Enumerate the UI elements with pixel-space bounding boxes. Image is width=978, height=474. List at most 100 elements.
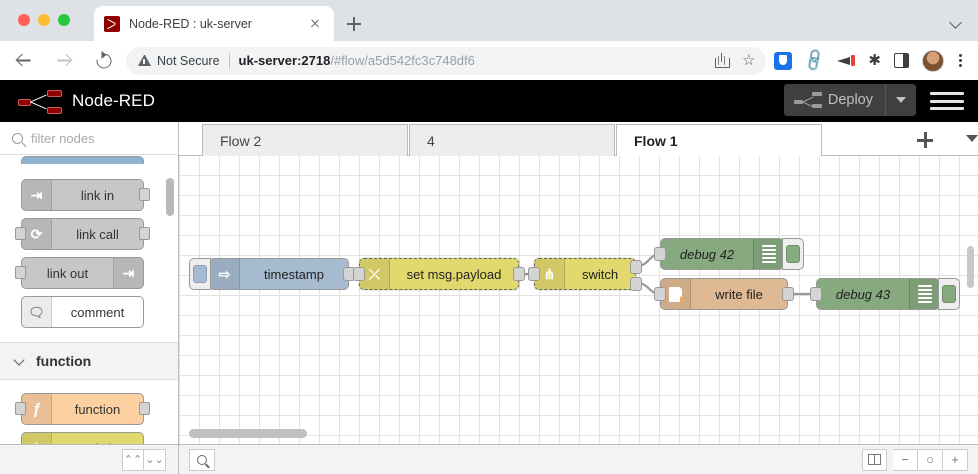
flow-node-write-file[interactable]: write file [654,278,794,310]
flow-node-timestamp[interactable]: ⇨ timestamp [189,258,355,290]
flow-canvas[interactable]: ⇨ timestamp ⤫ set msg.payload ⋔ switch d… [179,156,978,444]
forward-button[interactable] [48,45,80,77]
puzzle-icon[interactable]: ✱ [868,52,881,69]
tab-list-button[interactable] [950,16,962,28]
output-port[interactable] [139,402,150,415]
flow-node-label: write file [715,286,763,302]
input-port[interactable] [654,247,666,261]
add-flow-button[interactable] [914,129,936,151]
map-icon [868,454,881,465]
input-port[interactable] [654,287,666,301]
debug-lines-icon [909,279,939,309]
palette-node-label: link out [46,265,89,281]
flow-node-debug-43[interactable]: debug 43 [810,278,960,310]
input-port[interactable] [528,267,540,281]
palette-node-partial[interactable] [21,156,144,164]
debug-toggle-button[interactable] [938,278,960,310]
new-tab-button[interactable] [342,12,366,36]
flow-node-label: debug 42 [679,246,735,262]
canvas-horizontal-scrollbar[interactable] [189,429,307,438]
output-port[interactable] [139,227,150,240]
output-port[interactable] [139,188,150,201]
palette-node-link-in[interactable]: ⇥ link in [21,179,150,211]
output-port-2[interactable] [630,277,642,291]
zoom-reset-button[interactable]: ○ [918,448,943,471]
tab-flow-1[interactable]: Flow 1 [616,124,822,156]
zoom-out-button[interactable]: − [893,448,918,471]
arrow-right-icon: ⇨ [210,259,240,289]
flow-node-switch[interactable]: ⋔ switch [528,258,642,291]
url-text: uk-server:2718/#flow/a5d542fc3c748df6 [239,53,475,68]
browser-extensions: 🔗 ✱ [773,47,944,73]
megaphone-icon[interactable] [837,54,856,68]
search-flows-button[interactable] [189,448,215,471]
flow-node-label: timestamp [264,266,324,282]
input-port[interactable] [810,287,822,301]
url-path: /#flow/a5d542fc3c748df6 [330,53,475,68]
side-panel-icon[interactable] [894,53,909,68]
close-tab-icon[interactable] [306,15,324,33]
output-port-1[interactable] [630,260,642,274]
flow-tab-strip: Flow 2 4 Flow 1 [179,122,978,156]
reload-button[interactable] [88,45,120,77]
close-window-button[interactable] [18,14,30,26]
input-port[interactable] [15,266,26,279]
palette-scroll-area[interactable]: ⇥ link in ⟳ link call link out ⇥ 🗨 comme… [0,156,178,444]
debug-toggle-button[interactable] [782,238,804,270]
input-port[interactable] [353,267,365,281]
avatar[interactable] [922,49,944,72]
palette-node-comment[interactable]: 🗨 comment [21,296,144,328]
canvas-vertical-scrollbar[interactable] [967,246,974,288]
maximize-window-button[interactable] [58,14,70,26]
kebab-menu-icon[interactable] [952,53,968,68]
filter-nodes-input[interactable]: filter nodes [0,122,178,155]
palette-node-function[interactable]: ƒ function [15,393,150,425]
tab-4[interactable]: 4 [409,124,615,156]
palette-node-link-out[interactable]: link out ⇥ [15,257,144,289]
browser-tab-title: Node-RED : uk-server [129,16,252,31]
omnibox-divider [228,52,230,69]
address-bar[interactable]: Not Secure uk-server:2718/#flow/a5d542fc… [126,46,766,75]
share-icon[interactable] [715,53,731,68]
browser-tab[interactable]: Node-RED : uk-server [94,6,334,41]
brand-title: Node-RED [72,91,155,110]
node-red-logo-icon [18,88,62,114]
main-menu-button[interactable] [930,89,964,113]
flow-node-label: switch [581,266,619,282]
flow-node-label: set msg.payload [406,266,502,282]
deploy-dropdown-icon[interactable] [886,84,916,116]
deploy-button[interactable]: Deploy [783,84,916,116]
back-button[interactable] [8,45,40,77]
link-in-icon: ⇥ [22,180,52,210]
chevrons-down-icon[interactable]: ⌄⌄ [144,448,166,471]
comment-icon: 🗨 [22,297,52,327]
minimize-window-button[interactable] [38,14,50,26]
inject-trigger-button[interactable] [189,258,211,290]
zoom-in-button[interactable]: + [943,448,968,471]
status-bar: ⌃⌃ ⌄⌄ − ○ + [0,444,978,474]
shield-icon[interactable] [773,51,792,70]
output-port[interactable] [513,267,525,281]
output-port[interactable] [782,287,794,301]
input-port[interactable] [15,227,26,240]
link-icon[interactable]: 🔗 [801,47,828,73]
input-port[interactable] [15,402,26,415]
link-out-icon: ⇥ [113,258,143,288]
palette-footer: ⌃⌃ ⌄⌄ [0,444,179,474]
star-icon[interactable]: ☆ [742,52,756,69]
navigator-button[interactable] [862,448,887,471]
palette-node-switch[interactable]: ⋔ switch [21,432,144,444]
flow-node-set-msg-payload[interactable]: ⤫ set msg.payload [353,258,525,290]
palette-category-function[interactable]: function [0,342,178,380]
shuffle-icon: ⤫ [360,259,390,289]
chevrons-up-icon[interactable]: ⌃⌃ [122,448,144,471]
palette-node-link-call[interactable]: ⟳ link call [15,218,150,250]
security-label: Not Secure [157,53,220,68]
node-red-favicon-icon [104,15,120,32]
tab-label: Flow 2 [220,132,262,149]
search-icon [12,132,23,144]
tab-flow-2[interactable]: Flow 2 [202,124,408,156]
palette-scrollbar[interactable] [166,178,174,216]
filter-placeholder: filter nodes [31,130,95,146]
flow-node-debug-42[interactable]: debug 42 [654,238,804,270]
